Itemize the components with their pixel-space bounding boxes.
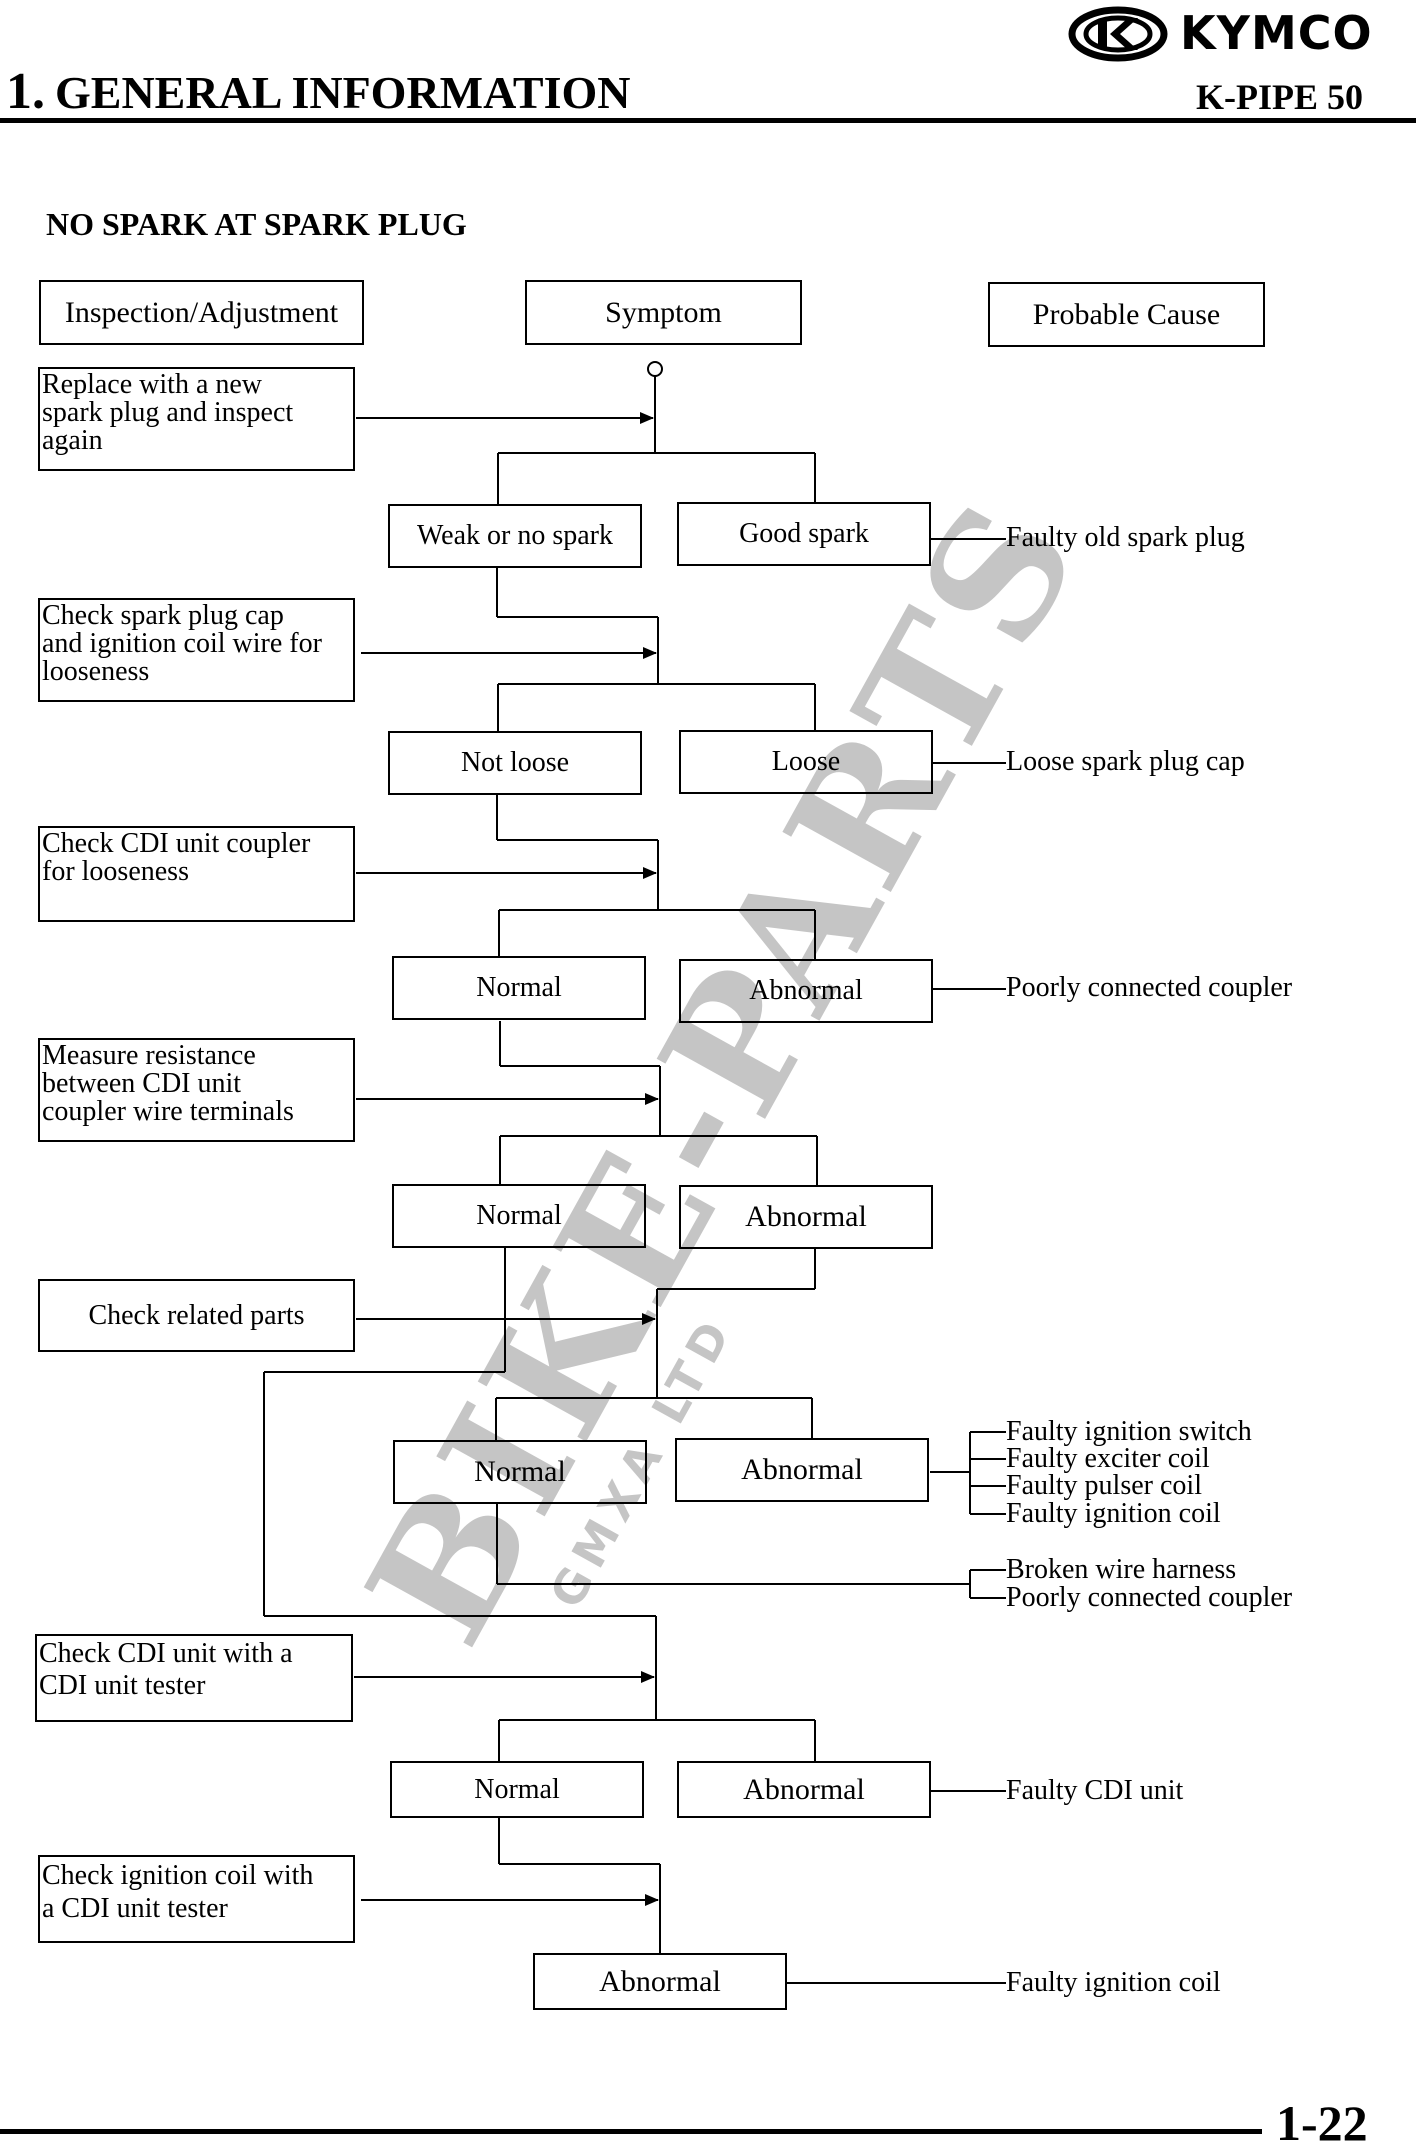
column-header-symptom: Symptom (525, 280, 802, 345)
kymco-logo-icon (1068, 6, 1168, 62)
inspection-text-1: Replace with a new spark plug and inspec… (42, 369, 294, 456)
symptom-normal-5: Normal (393, 1440, 647, 1504)
inspection-text-4: Measure resistance between CDI unit coup… (42, 1040, 294, 1127)
cause-faulty-old-spark-plug: Faulty old spark plug (1006, 522, 1245, 553)
cause-faulty-pulser-coil: Faulty pulser coil (1006, 1470, 1202, 1501)
brand-name: KYMCO (1180, 6, 1373, 60)
inspection-text-6: Check CDI unit with a CDI unit tester (39, 1638, 293, 1701)
inspection-box-2: Check spark plug cap and ignition coil w… (38, 598, 355, 702)
inspection-box-3: Check CDI unit coupler for looseness (38, 826, 355, 922)
cause-faulty-ignition-coil-final: Faulty ignition coil (1006, 1967, 1221, 1998)
symptom-abnormal-5: Abnormal (675, 1438, 929, 1502)
symptom-normal-6: Normal (390, 1761, 644, 1818)
inspection-text-7: Check ignition coil with a CDI unit test… (42, 1860, 314, 1924)
header-rule (0, 118, 1416, 123)
chapter-title: GENERAL INFORMATION (55, 67, 631, 118)
cause-faulty-ignition-coil-5: Faulty ignition coil (1006, 1498, 1221, 1529)
inspection-box-7: Check ignition coil with a CDI unit test… (38, 1855, 355, 1943)
symptom-weak-or-no-spark: Weak or no spark (388, 504, 642, 568)
column-header-inspection: Inspection/Adjustment (39, 280, 364, 345)
model-name: K-PIPE 50 (1196, 77, 1363, 117)
inspection-text-2: Check spark plug cap and ignition coil w… (42, 600, 322, 687)
inspection-text-3: Check CDI unit coupler for looseness (42, 828, 311, 887)
cause-faulty-exciter-coil: Faulty exciter coil (1006, 1443, 1210, 1474)
symptom-abnormal-6: Abnormal (677, 1761, 931, 1818)
inspection-box-1: Replace with a new spark plug and inspec… (38, 367, 355, 471)
kymco-logo: KYMCO (1068, 6, 1408, 62)
symptom-abnormal-4: Abnormal (679, 1185, 933, 1249)
footer-rule (0, 2129, 1262, 2134)
page-number: 1-22 (1276, 2095, 1368, 2151)
chapter-heading: 1. GENERAL INFORMATION (6, 62, 630, 121)
column-header-probable-cause: Probable Cause (988, 282, 1265, 347)
inspection-box-5: Check related parts (38, 1279, 355, 1352)
symptom-normal-4: Normal (392, 1184, 646, 1248)
symptom-abnormal-final: Abnormal (533, 1953, 787, 2010)
inspection-box-4: Measure resistance between CDI unit coup… (38, 1038, 355, 1142)
symptom-normal-3: Normal (392, 956, 646, 1020)
section-title: NO SPARK AT SPARK PLUG (46, 206, 467, 242)
chapter-number: 1. (6, 63, 45, 120)
symptom-abnormal-3: Abnormal (679, 959, 933, 1023)
symptom-loose: Loose (679, 730, 933, 794)
inspection-box-6: Check CDI unit with a CDI unit tester (35, 1634, 353, 1722)
symptom-not-loose: Not loose (388, 731, 642, 795)
cause-faulty-cdi-unit: Faulty CDI unit (1006, 1775, 1184, 1806)
symptom-good-spark: Good spark (677, 502, 931, 566)
cause-faulty-ignition-switch: Faulty ignition switch (1006, 1416, 1252, 1447)
cause-loose-spark-plug-cap: Loose spark plug cap (1006, 746, 1245, 777)
cause-poorly-connected-coupler: Poorly connected coupler (1006, 972, 1293, 1003)
cause-poorly-connected-coupler-2: Poorly connected coupler (1006, 1582, 1293, 1613)
cause-broken-wire-harness: Broken wire harness (1006, 1554, 1237, 1585)
